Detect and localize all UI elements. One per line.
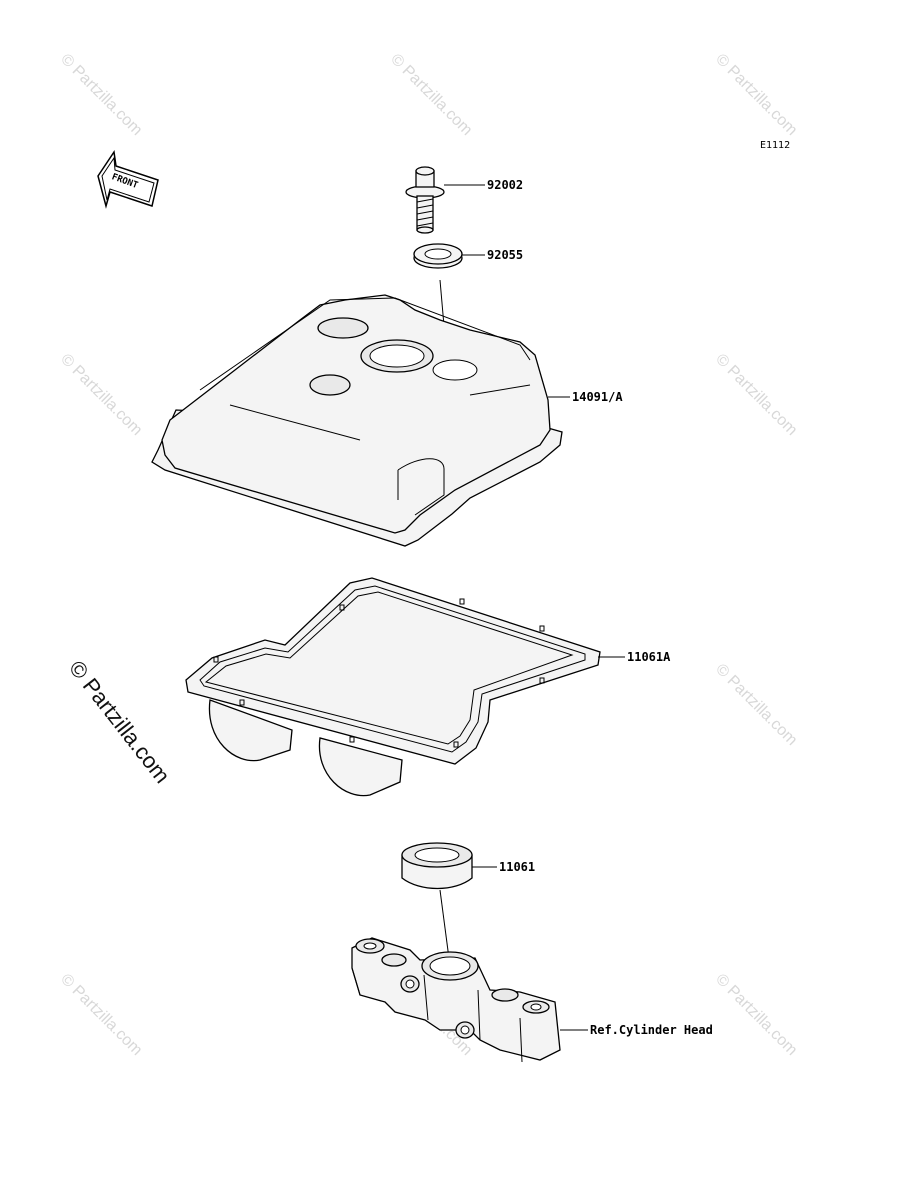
seal-11061 xyxy=(401,842,473,890)
label-92055: 92055 xyxy=(487,248,523,262)
watermark: © Partzilla.com xyxy=(57,51,145,139)
label-11061: 11061 xyxy=(499,860,535,874)
watermark: © Partzilla.com xyxy=(712,351,800,439)
watermark: © Partzilla.com xyxy=(57,351,145,439)
label-11061A: 11061A xyxy=(627,650,671,664)
watermark: © Partzilla.com xyxy=(712,51,800,139)
side-watermark: © Partzilla.com xyxy=(64,656,175,788)
cylinder-head-cover-14091A xyxy=(151,294,563,547)
watermark: © Partzilla.com xyxy=(712,971,800,1059)
bolt-92002 xyxy=(405,166,445,234)
washer-92055 xyxy=(413,243,463,269)
watermark: © Partzilla.com xyxy=(57,971,145,1059)
cylinder-head-ref xyxy=(351,937,561,1063)
label-92002: 92002 xyxy=(487,178,523,192)
watermark: © Partzilla.com xyxy=(712,661,800,749)
diagram-code: E1112 xyxy=(760,140,790,151)
watermark: © Partzilla.com xyxy=(387,51,475,139)
front-arrow-icon: FRONT xyxy=(97,149,159,209)
gasket-11061A xyxy=(185,577,601,797)
label-14091A: 14091/A xyxy=(572,390,623,404)
label-cylinder-head: Ref.Cylinder Head xyxy=(590,1023,713,1037)
